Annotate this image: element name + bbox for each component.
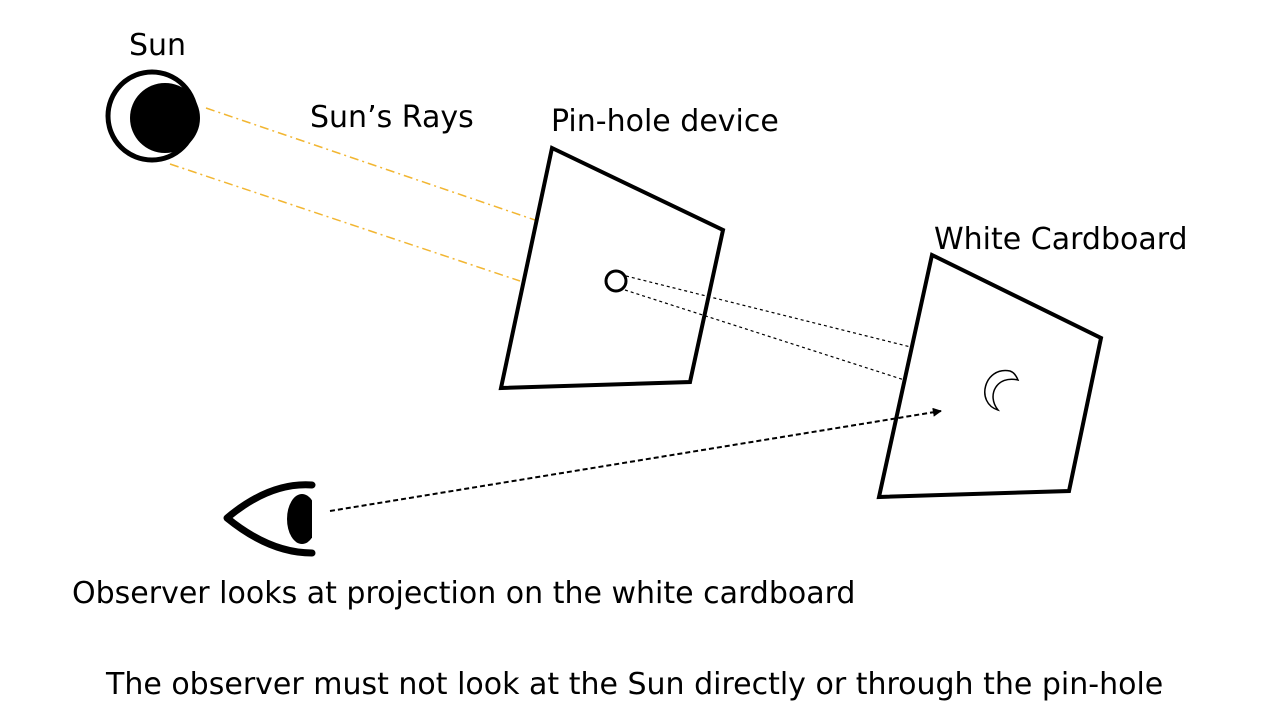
observer-caption: Observer looks at projection on the whit…: [72, 576, 856, 611]
sun-ray-lower: [169, 163, 521, 282]
white-cardboard-label: White Cardboard: [934, 222, 1188, 257]
sun-rays: [169, 107, 536, 282]
pinhole-device-label: Pin-hole device: [551, 104, 779, 139]
moon-shadow: [130, 83, 200, 153]
sun-ray-upper: [205, 107, 536, 221]
observer-eye-icon: [223, 481, 316, 557]
sun-icon: [105, 69, 200, 163]
safety-warning-caption: The observer must not look at the Sun di…: [106, 667, 1164, 702]
pinhole-aperture: [604, 269, 628, 293]
sun-rays-label: Sun’s Rays: [310, 100, 474, 135]
line-of-sight-arrow: [329, 407, 942, 512]
pinhole-device-panel: [498, 145, 726, 391]
projected-ray-upper: [625, 275, 1004, 371]
eye-pupil: [287, 494, 312, 544]
crescent-projection-icon: [984, 369, 1020, 412]
sun-label: Sun: [129, 28, 187, 63]
white-cardboard-panel: [876, 252, 1104, 500]
